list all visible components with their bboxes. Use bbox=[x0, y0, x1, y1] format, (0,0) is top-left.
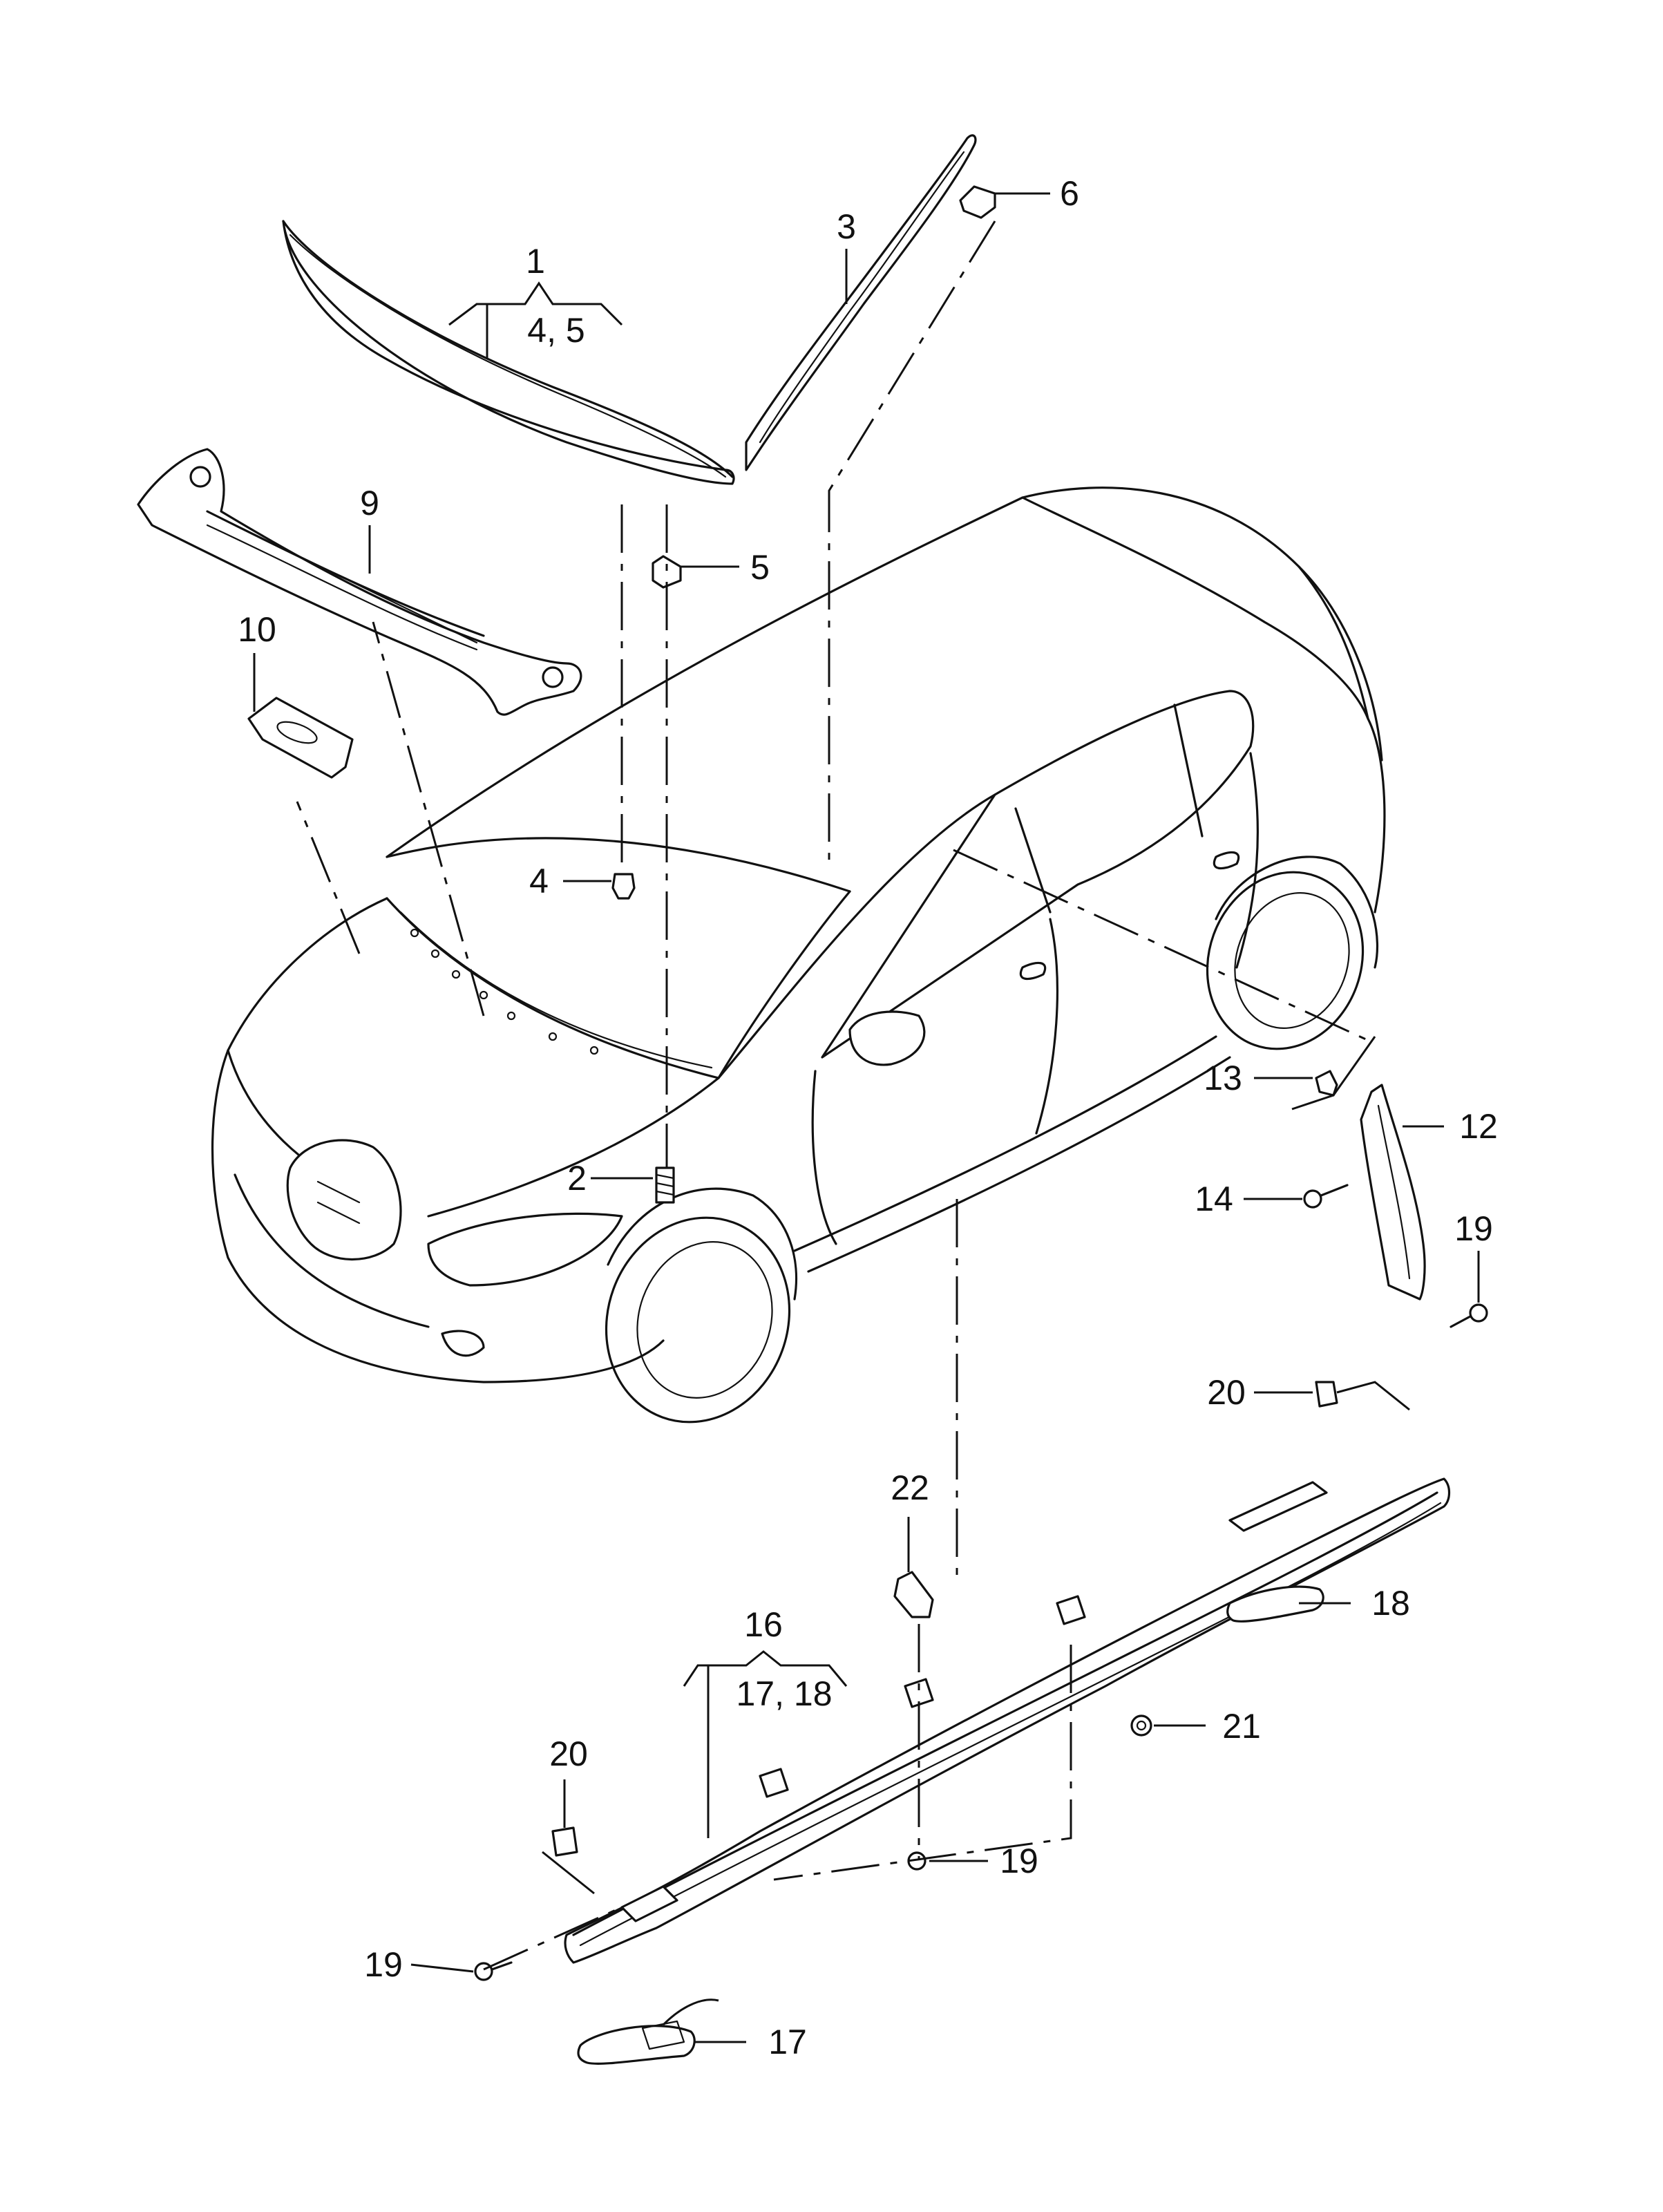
callout-3: 3 bbox=[837, 207, 856, 246]
callout-9: 9 bbox=[360, 484, 379, 522]
callout-6: 6 bbox=[1060, 174, 1079, 213]
callout-1-sub: 4, 5 bbox=[527, 311, 585, 350]
part-19-screw-c bbox=[474, 1961, 513, 1981]
callout-14: 14 bbox=[1195, 1180, 1233, 1218]
callout-13: 13 bbox=[1204, 1059, 1242, 1097]
car-body bbox=[211, 486, 1386, 1424]
callout-12: 12 bbox=[1459, 1107, 1498, 1146]
part-5-clip bbox=[652, 555, 682, 589]
part-22-bracket bbox=[893, 1571, 934, 1618]
part-4-rivet bbox=[611, 873, 636, 900]
callouts: 1 4, 5 2 3 4 5 6 9 10 12 13 14 16 17, 18… bbox=[238, 174, 1498, 2061]
callout-19-b: 19 bbox=[1000, 1842, 1038, 1880]
part-6-clip bbox=[959, 185, 996, 219]
callout-18: 18 bbox=[1371, 1584, 1410, 1623]
callout-20-b: 20 bbox=[549, 1734, 588, 1773]
callout-10: 10 bbox=[238, 610, 276, 649]
callout-16: 16 bbox=[744, 1605, 783, 1644]
callout-21: 21 bbox=[1222, 1707, 1261, 1746]
callout-5: 5 bbox=[750, 548, 770, 587]
part-18-sill-cover bbox=[1226, 1585, 1324, 1623]
part-21-nut bbox=[1130, 1714, 1152, 1737]
part-19-screw-a bbox=[1450, 1303, 1488, 1328]
part-1-windshield-cover bbox=[282, 220, 735, 485]
part-9-cowl-panel bbox=[137, 448, 582, 716]
leader-lines bbox=[253, 192, 1480, 2043]
callout-1: 1 bbox=[526, 242, 545, 281]
callout-22: 22 bbox=[891, 1468, 929, 1507]
callout-19-a: 19 bbox=[1454, 1209, 1493, 1248]
part-12-rear-trim bbox=[1360, 1084, 1426, 1301]
part-3-a-pillar-trim bbox=[745, 134, 977, 471]
part-13-clip bbox=[1315, 1070, 1338, 1097]
assembly-lines bbox=[296, 220, 1376, 1971]
callout-20-a: 20 bbox=[1207, 1373, 1246, 1412]
part-2-screw bbox=[655, 1166, 675, 1204]
part-16-side-sill bbox=[564, 1477, 1451, 1964]
part-14-screw bbox=[1303, 1184, 1349, 1209]
callout-2: 2 bbox=[567, 1159, 587, 1198]
part-20-clip-b bbox=[551, 1826, 578, 1857]
part-20-clip-a bbox=[1315, 1381, 1338, 1408]
part-10-bracket bbox=[247, 697, 354, 779]
callout-4: 4 bbox=[529, 862, 549, 900]
callout-19-c: 19 bbox=[364, 1945, 403, 1984]
callout-16-sub: 17, 18 bbox=[736, 1674, 832, 1713]
part-17-sill-cover bbox=[577, 2020, 696, 2065]
callout-17: 17 bbox=[768, 2023, 807, 2061]
